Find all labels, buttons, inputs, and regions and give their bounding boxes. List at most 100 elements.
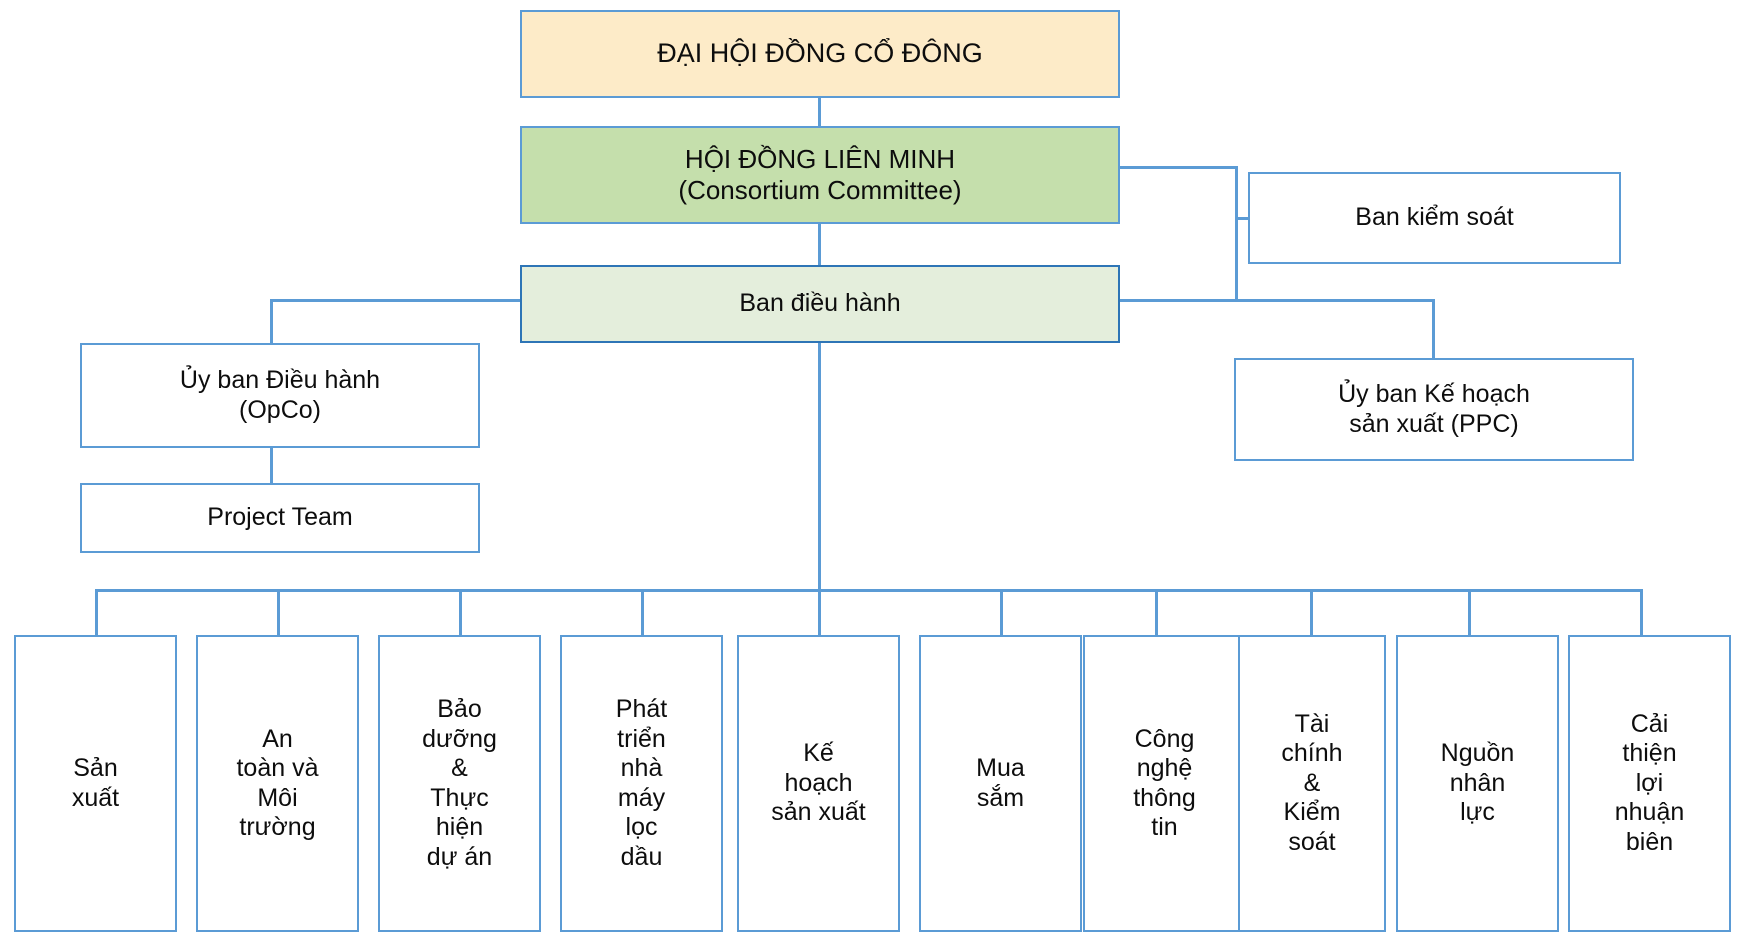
node-project-team[interactable]: Project Team — [80, 483, 480, 553]
text-line: An — [262, 724, 293, 753]
text-line: ĐẠI HỘI ĐỒNG CỔ ĐÔNG — [657, 38, 983, 69]
text-line: Môi — [257, 783, 298, 812]
text-line: Nguồn — [1440, 739, 1515, 768]
connector-dept-drop-8 — [1310, 589, 1313, 636]
text-line: trường — [239, 813, 316, 841]
connector-dept-drop-5 — [818, 589, 821, 636]
node-shareholders-assembly-label: ĐẠI HỘI ĐỒNG CỔ ĐÔNG — [522, 38, 1118, 70]
text-line: Cải — [1630, 709, 1669, 738]
text-line: dưỡng — [422, 724, 497, 753]
connector-dept-drop-9 — [1468, 589, 1471, 636]
connector-dept-drop-6 — [1000, 589, 1003, 636]
node-supervisory-board[interactable]: Ban kiểm soát — [1248, 172, 1621, 264]
connector-ppc-drop — [1432, 299, 1435, 359]
connector-executive-to-opco — [270, 299, 522, 302]
connector-to-supervisory — [1235, 217, 1250, 220]
text-line: sản xuất (PPC) — [1349, 409, 1519, 438]
text-line: lọc — [625, 813, 658, 841]
node-shareholders-assembly[interactable]: ĐẠI HỘI ĐỒNG CỔ ĐÔNG — [520, 10, 1120, 98]
text-line: thông — [1133, 783, 1196, 812]
connector-dept-drop-1 — [95, 589, 98, 636]
connector-dept-drop-10 — [1640, 589, 1643, 636]
text-line: hoạch — [784, 768, 853, 797]
text-line: toàn và — [236, 754, 319, 782]
text-line: lực — [1460, 798, 1495, 827]
text-line: Ban kiểm soát — [1355, 203, 1514, 232]
text-line: Kiểm — [1283, 798, 1341, 827]
text-line: sắm — [976, 783, 1025, 812]
text-line: nghệ — [1136, 754, 1193, 782]
text-line: Thực — [430, 783, 489, 812]
text-line: tin — [1151, 813, 1178, 841]
text-line: soát — [1288, 827, 1336, 856]
connector-opco-project — [270, 446, 273, 484]
connector-shareholders-consortium — [818, 96, 821, 128]
text-line: (OpCo) — [239, 395, 321, 424]
text-line: xuất — [71, 783, 120, 812]
node-operating-committee-label: Ủy ban Điều hành(OpCo) — [82, 366, 478, 425]
node-executive-board-label: Ban điều hành — [522, 289, 1118, 319]
connector-opco-drop — [270, 299, 273, 344]
node-operating-committee[interactable]: Ủy ban Điều hành(OpCo) — [80, 343, 480, 448]
text-line: nhà — [620, 754, 663, 782]
text-line: Ủy ban Điều hành — [179, 366, 381, 394]
text-line: nhân — [1449, 768, 1506, 797]
text-line: dự án — [426, 842, 493, 871]
text-line: Ban điều hành — [739, 289, 901, 318]
text-line: Tài — [1294, 709, 1330, 738]
text-line: thiện — [1622, 739, 1677, 768]
text-line: Sản — [73, 754, 118, 782]
node-supervisory-board-label: Ban kiểm soát — [1250, 203, 1619, 233]
text-line: Kế — [803, 739, 834, 768]
node-consortium-committee-label: HỘI ĐỒNG LIÊN MINH(Consortium Committee) — [522, 144, 1118, 205]
node-executive-board[interactable]: Ban điều hành — [520, 265, 1120, 343]
connector-department-bus — [95, 589, 1640, 592]
text-line: triển — [617, 724, 666, 753]
node-project-team-label: Project Team — [82, 503, 478, 533]
text-line: (Consortium Committee) — [678, 175, 962, 205]
connector-dept-drop-7 — [1155, 589, 1158, 636]
text-line: Ủy ban Kế hoạch — [1338, 380, 1530, 408]
text-line: Phát — [615, 695, 668, 723]
text-line: hiện — [435, 813, 484, 841]
connector-executive-to-ppc — [1118, 299, 1434, 302]
text-line: biên — [1625, 827, 1674, 856]
text-line: & — [451, 754, 468, 782]
connector-dept-drop-2 — [277, 589, 280, 636]
connector-right-riser — [1235, 166, 1238, 300]
text-line: Project Team — [207, 503, 353, 532]
node-consortium-committee[interactable]: HỘI ĐỒNG LIÊN MINH(Consortium Committee) — [520, 126, 1120, 224]
connector-executive-trunk — [818, 341, 821, 591]
connector-dept-drop-3 — [459, 589, 462, 636]
text-line: dầu — [620, 842, 663, 871]
text-line: máy — [617, 783, 666, 812]
connector-consortium-executive — [818, 222, 821, 267]
text-line: & — [1303, 768, 1321, 797]
text-line: lợi — [1635, 768, 1664, 797]
connector-dept-drop-4 — [641, 589, 644, 636]
text-line: nhuận — [1614, 798, 1685, 827]
connector-consortium-right — [1118, 166, 1238, 169]
